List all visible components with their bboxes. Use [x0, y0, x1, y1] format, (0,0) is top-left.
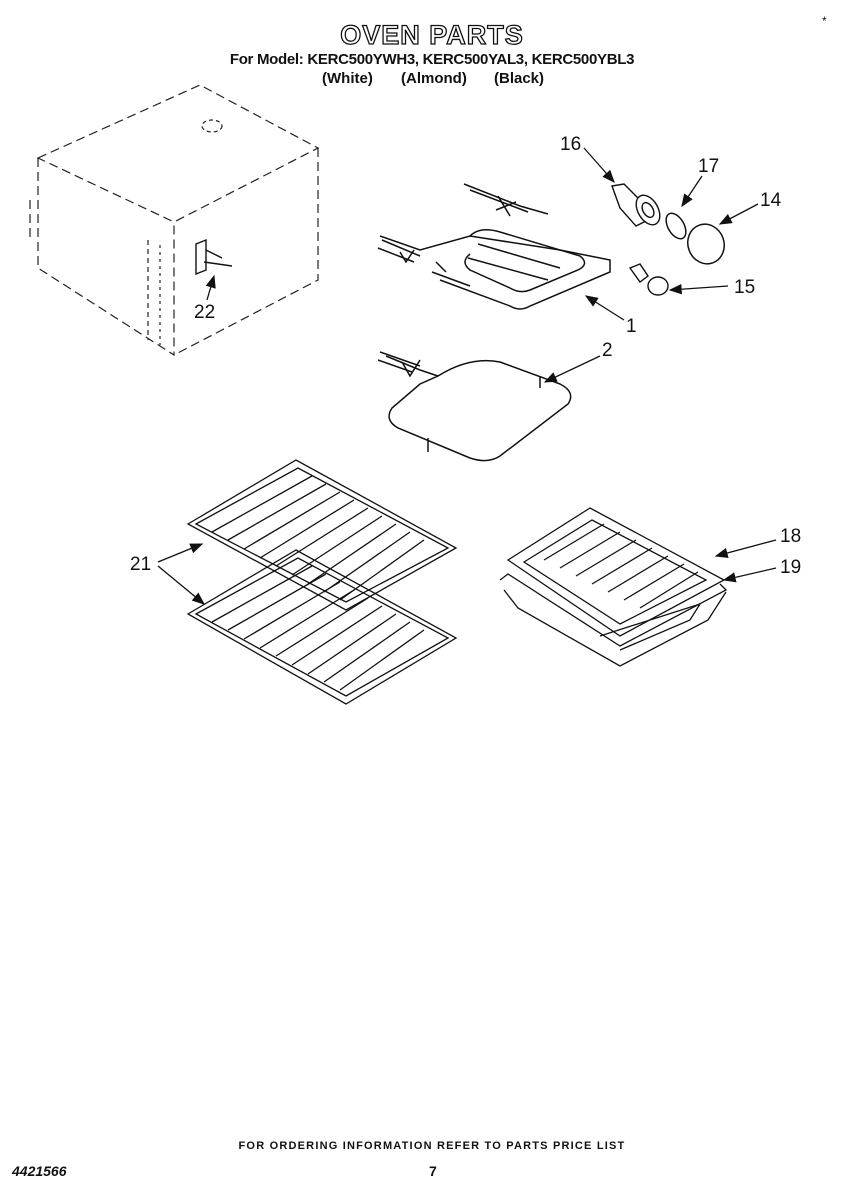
oven-cavity: [29, 84, 320, 357]
leader-14: [718, 203, 759, 225]
oven-rack-lower: [186, 549, 458, 705]
oven-rack-upper: [186, 459, 458, 611]
lamp-cover: [687, 223, 725, 265]
callout-19: 19: [780, 557, 801, 578]
leader-21a: [157, 543, 204, 563]
variant-almond: (Almond): [401, 70, 467, 87]
page-title: OVEN PARTS: [340, 19, 524, 50]
light-bulb: [628, 263, 669, 296]
callout-22: 22: [194, 302, 215, 323]
callout-21: 21: [130, 554, 151, 575]
callout-18: 18: [780, 526, 801, 547]
corner-mark: *: [822, 14, 827, 28]
bake-element: [377, 351, 572, 462]
broiler-pan: [499, 573, 728, 667]
leader-1: [584, 295, 625, 321]
leader-22: [205, 274, 216, 301]
lamp-gasket: [665, 212, 687, 240]
callout-1: 1: [626, 316, 637, 337]
leader-17: [681, 175, 703, 208]
variant-white: (White): [322, 70, 373, 87]
callout-2: 2: [602, 340, 613, 361]
variant-black: (Black): [494, 70, 545, 87]
lamp-socket: [611, 183, 661, 227]
document-number: 4421566: [12, 1163, 67, 1179]
leader-18: [714, 539, 777, 559]
leader-21b: [157, 565, 206, 605]
ordering-note: FOR ORDERING INFORMATION REFER TO PARTS …: [238, 1140, 626, 1152]
leader-2: [543, 355, 601, 383]
leader-15: [668, 284, 729, 295]
page-number: 7: [429, 1163, 437, 1179]
leader-16: [583, 147, 615, 183]
callout-17: 17: [698, 156, 719, 177]
leader-19: [722, 567, 777, 583]
callout-15: 15: [734, 277, 755, 298]
callout-16: 16: [560, 134, 581, 155]
model-numbers: For Model: KERC500YWH3, KERC500YAL3, KER…: [229, 51, 635, 68]
sensor-bracket: [195, 238, 233, 276]
callout-14: 14: [760, 190, 782, 211]
broil-element: [377, 183, 611, 310]
